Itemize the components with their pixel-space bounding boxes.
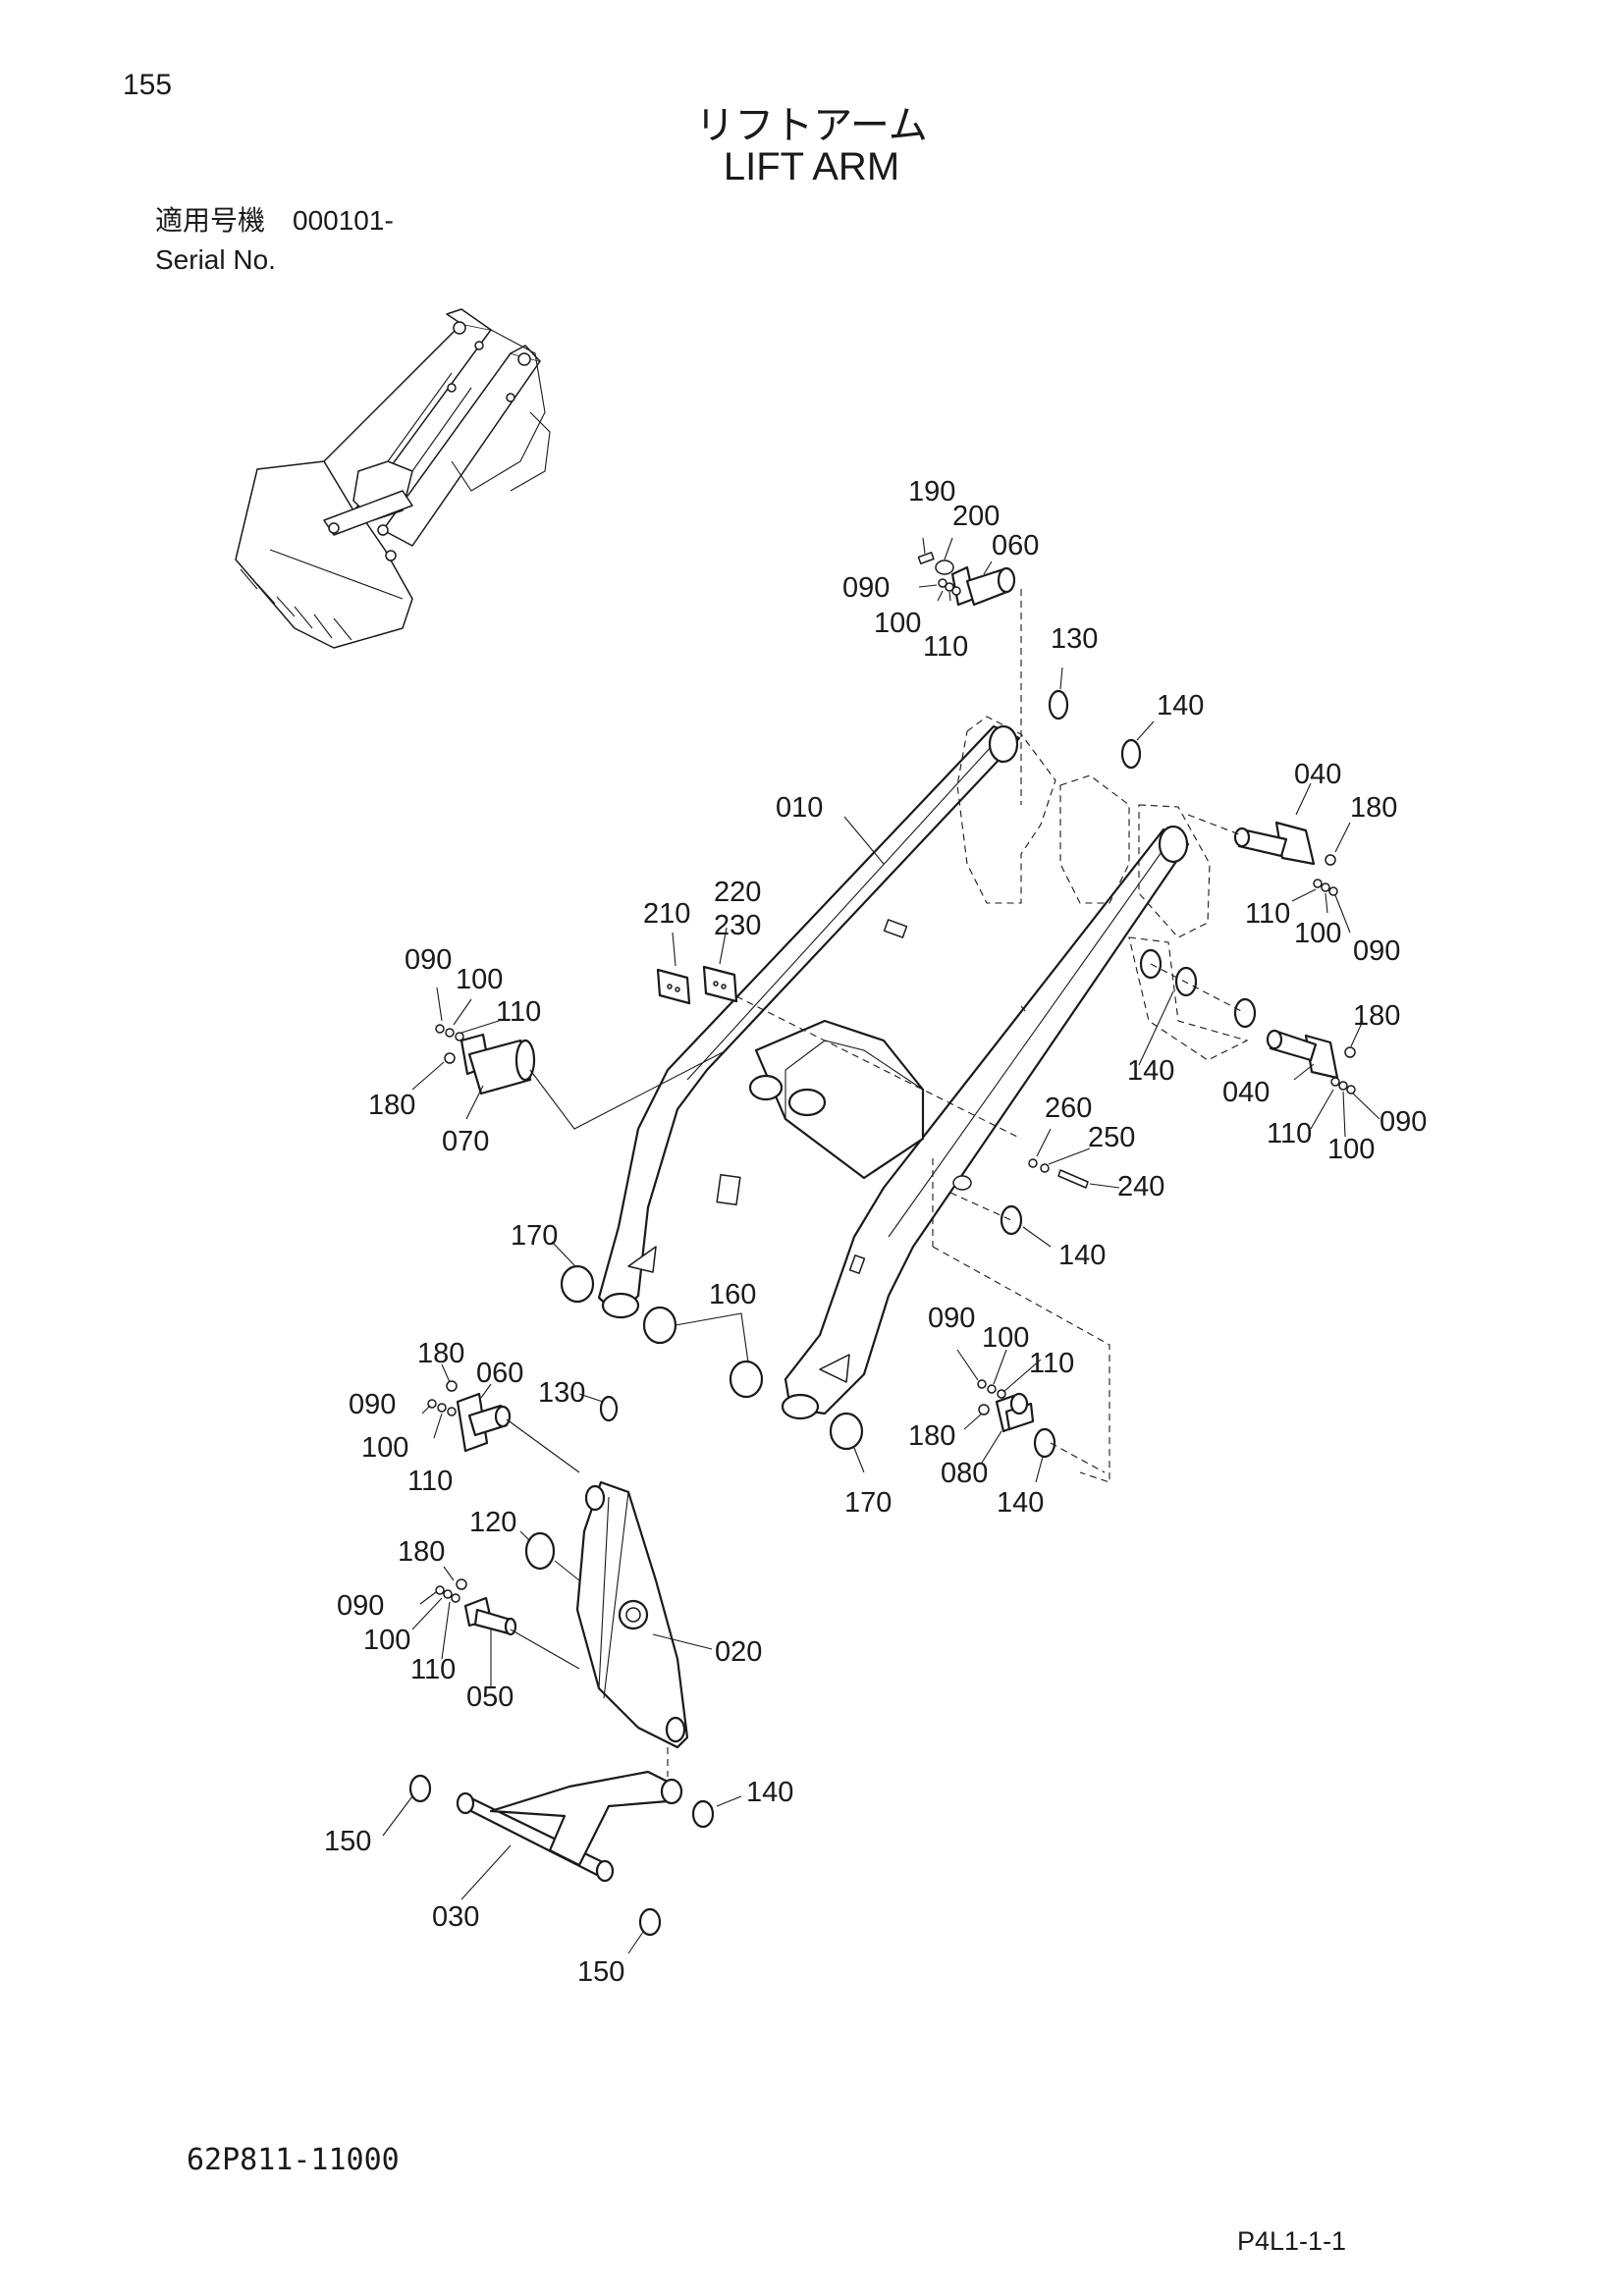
- callout-090-lower: 090: [1380, 1106, 1427, 1138]
- callout-140-pin: 140: [997, 1487, 1044, 1519]
- callout-070: 070: [442, 1126, 489, 1157]
- callout-080: 080: [941, 1458, 988, 1489]
- callout-100-mid: 100: [363, 1625, 410, 1656]
- callout-110-upper: 110: [1245, 898, 1290, 930]
- callout-090-bell: 090: [349, 1389, 396, 1420]
- pin-assembly-top: [917, 537, 1022, 805]
- callout-110-bell: 110: [407, 1466, 453, 1497]
- callout-100-pin: 100: [982, 1322, 1029, 1354]
- callout-230: 230: [714, 910, 761, 941]
- callout-060-bell: 060: [476, 1358, 523, 1389]
- drawing-number: 62P811-11000: [187, 2143, 400, 2177]
- pin-assembly-080: [956, 1349, 1106, 1483]
- lift-arm-010: [597, 724, 1190, 1420]
- serial-label-japanese: 適用号機: [155, 204, 266, 237]
- callout-040-upper: 040: [1294, 759, 1341, 790]
- callout-100-left: 100: [456, 964, 503, 995]
- callout-labels: 190 200 060 090 100 110 130 140 010 040 …: [324, 476, 1427, 1988]
- callout-130-top: 130: [1051, 623, 1098, 655]
- callout-140-mid: 140: [1127, 1055, 1174, 1087]
- callout-110-pin: 110: [1029, 1348, 1074, 1379]
- callout-260: 260: [1045, 1093, 1092, 1124]
- serial-range: 000101-: [293, 205, 394, 236]
- pin-assembly-050: [411, 1530, 580, 1688]
- washers-upper: [1048, 667, 1155, 770]
- callout-190-top: 190: [908, 476, 955, 507]
- pin-assembly-060-bellcrank: [421, 1363, 619, 1473]
- callout-110-top: 110: [923, 631, 968, 663]
- callout-240: 240: [1117, 1171, 1164, 1202]
- callout-110-left: 110: [496, 996, 541, 1028]
- callout-180-bell: 180: [417, 1338, 464, 1369]
- callout-090-left: 090: [405, 944, 452, 976]
- washers-140-mid: [1138, 948, 1257, 1066]
- callout-090-mid: 090: [337, 1590, 384, 1622]
- callout-180-pin: 180: [908, 1420, 955, 1452]
- callout-020: 020: [715, 1636, 762, 1668]
- grease-fitting-240-250-260: [1028, 1128, 1120, 1189]
- callout-110-lower: 110: [1267, 1118, 1312, 1149]
- callout-130-bell: 130: [538, 1377, 585, 1409]
- reference-thumbnail-machine: [235, 308, 551, 649]
- callout-100-top: 100: [874, 608, 921, 639]
- callout-050: 050: [466, 1682, 514, 1713]
- callout-250: 250: [1088, 1122, 1135, 1153]
- callout-140-top: 140: [1157, 690, 1204, 721]
- callout-100-lower: 100: [1327, 1134, 1375, 1165]
- callout-180-left: 180: [368, 1090, 415, 1121]
- callout-170-left: 170: [511, 1220, 558, 1252]
- pin-assembly-040-upper: [1187, 782, 1351, 934]
- callout-210: 210: [643, 898, 690, 930]
- pin-assembly-040-lower: [1266, 1020, 1380, 1138]
- page-title-english: LIFT ARM: [723, 145, 900, 188]
- callout-140-right: 140: [1058, 1240, 1106, 1271]
- callout-090-top: 090: [842, 572, 890, 604]
- callout-180-mid: 180: [398, 1536, 445, 1568]
- callout-100-bell: 100: [361, 1432, 408, 1464]
- callout-180-lower: 180: [1353, 1000, 1400, 1032]
- callout-180-upper: 180: [1350, 792, 1397, 824]
- link-030: [382, 1770, 742, 1954]
- page-number: 155: [123, 69, 173, 101]
- washers-lower-arm: [551, 1192, 1052, 1473]
- callout-220: 220: [714, 877, 761, 908]
- frame-outline: [932, 716, 1249, 1483]
- callout-200-top: 200: [952, 501, 1000, 532]
- callout-150-bottom: 150: [577, 1956, 624, 1988]
- shims-210-220-230: [656, 927, 1022, 1140]
- callout-110-mid: 110: [410, 1654, 456, 1685]
- serial-number-block: 適用号機 000101- Serial No.: [155, 201, 394, 280]
- pin-assembly-070: [411, 987, 728, 1130]
- page-code: P4L1-1-1: [1237, 2226, 1347, 2256]
- callout-090-upper: 090: [1353, 935, 1400, 967]
- callout-170-right: 170: [844, 1487, 892, 1519]
- bellcrank-020: [575, 1480, 713, 1777]
- callout-060-top: 060: [992, 530, 1039, 561]
- callout-040-lower: 040: [1222, 1077, 1270, 1108]
- callout-160: 160: [709, 1279, 756, 1310]
- page-title-japanese: リフトアーム: [695, 103, 928, 148]
- callout-090-pin: 090: [928, 1303, 975, 1334]
- callout-010: 010: [776, 792, 823, 824]
- callout-140-bottom: 140: [746, 1777, 793, 1808]
- serial-label-english: Serial No.: [155, 244, 276, 275]
- callout-120: 120: [469, 1507, 516, 1538]
- callout-030: 030: [432, 1901, 479, 1933]
- callout-150-left: 150: [324, 1826, 371, 1857]
- callout-100-upper: 100: [1294, 918, 1341, 949]
